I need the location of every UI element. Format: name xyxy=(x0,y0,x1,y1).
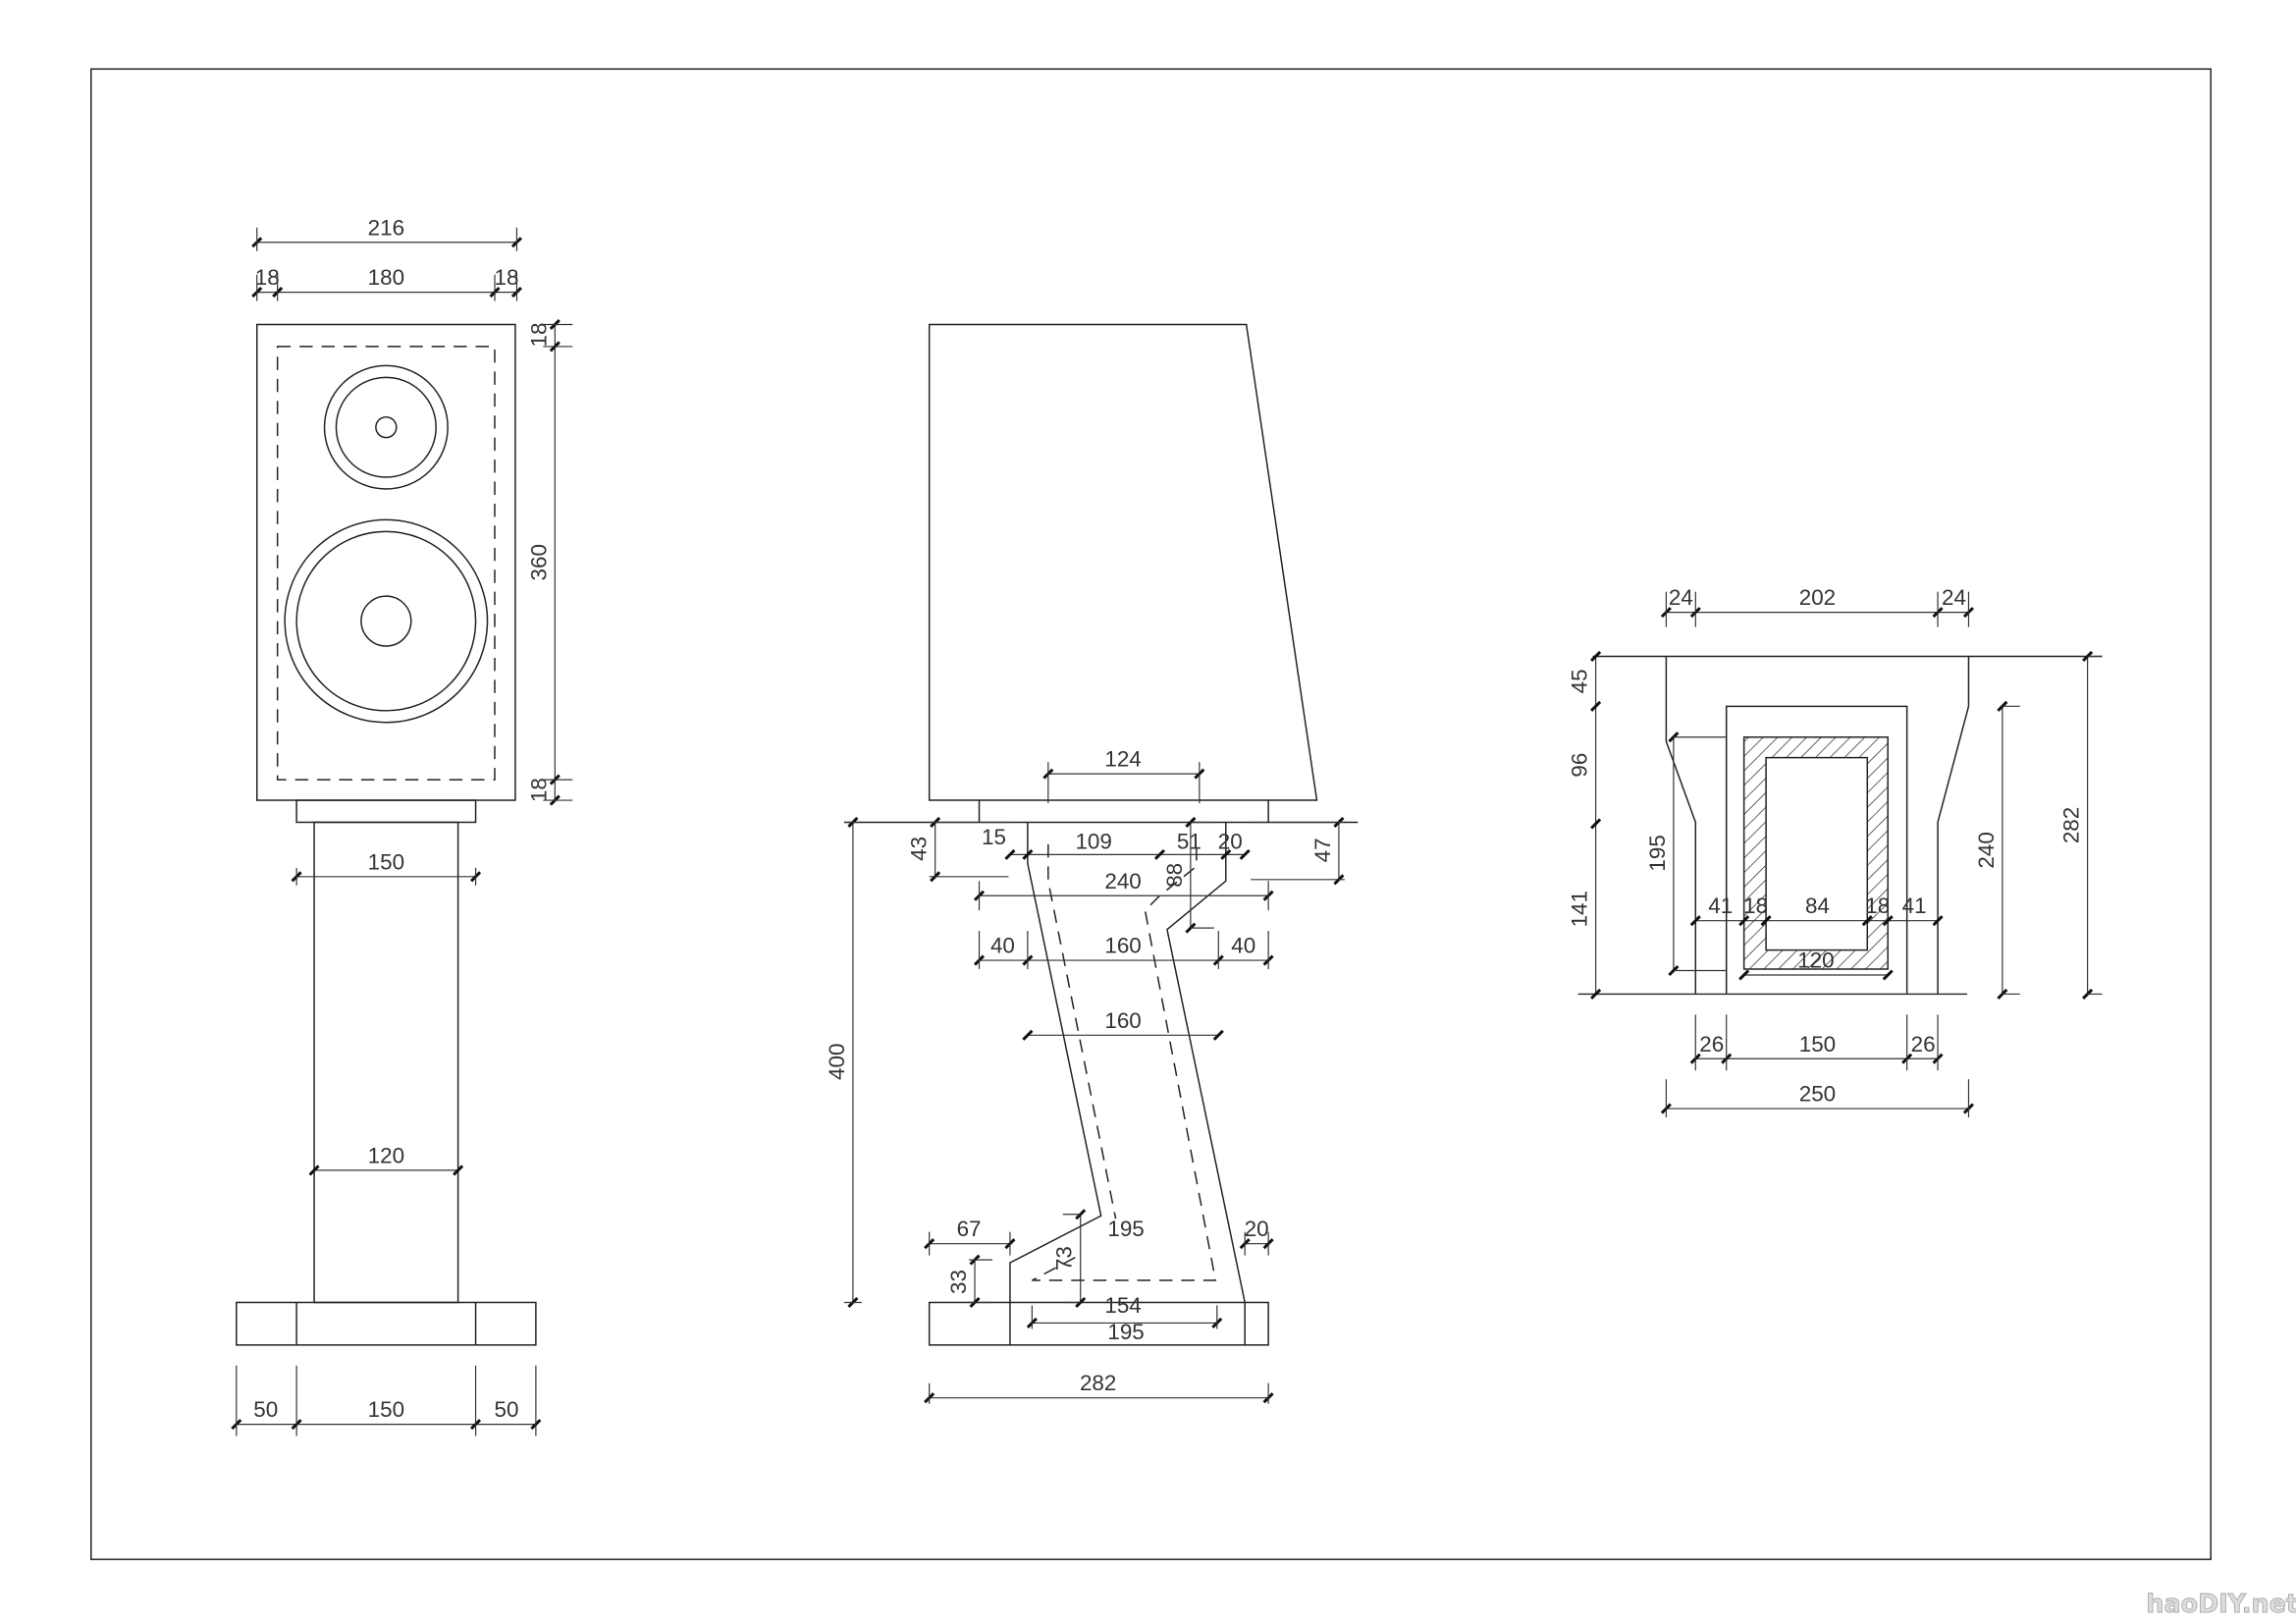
base-front xyxy=(236,1301,537,1346)
dimension-label: 67 xyxy=(957,1217,982,1241)
dimension-tick xyxy=(1738,915,1750,927)
dimension-label: 120 xyxy=(1797,948,1834,973)
dimension-label: 150 xyxy=(368,849,404,874)
dimension-tick xyxy=(453,1164,464,1176)
top-plate-outline-left xyxy=(1665,656,1697,995)
dimension-label: 240 xyxy=(1104,869,1141,893)
dimension-tick xyxy=(1882,915,1894,927)
hollow-column-section xyxy=(1742,735,1889,970)
dimension-tick xyxy=(1075,1209,1087,1220)
dimension-tick xyxy=(1760,915,1772,927)
dimension-tick xyxy=(1882,969,1894,981)
dimension-label: 24 xyxy=(1942,585,1966,610)
dimension-tick xyxy=(1220,848,1232,860)
dimension-label: 26 xyxy=(1911,1032,1936,1056)
dimension-tick xyxy=(1212,1029,1224,1041)
dimension-label: 202 xyxy=(1799,585,1836,610)
dimension-label: 41 xyxy=(1708,893,1733,918)
dimension-label: 43 xyxy=(907,837,932,861)
drawing-frame xyxy=(90,68,2212,1560)
dimension-label: 40 xyxy=(1231,934,1255,958)
dimension-label: 51 xyxy=(1177,829,1201,853)
top-plate-outline-right xyxy=(1937,656,1970,995)
dimension-label: 45 xyxy=(1568,669,1592,693)
column-outline xyxy=(1725,705,1908,995)
dimension-label: 47 xyxy=(1310,838,1335,862)
dimension-label: 26 xyxy=(1699,1032,1724,1056)
watermark-logo: haoDIY.net xyxy=(2146,1589,2296,1618)
dimension-label: 216 xyxy=(368,215,404,240)
dimension-label: 120 xyxy=(368,1143,404,1167)
dimension-label: 41 xyxy=(1902,893,1927,918)
dimension-tick xyxy=(1689,915,1701,927)
dimension-label: 109 xyxy=(1075,829,1111,853)
dimension-label: 195 xyxy=(1645,835,1670,871)
dimension-label: 160 xyxy=(1104,934,1141,958)
base-side xyxy=(928,1301,1269,1346)
dimension-tick xyxy=(1239,848,1251,860)
dimension-label: 18 xyxy=(494,265,518,290)
dimension-tick xyxy=(1022,848,1034,860)
z-stand-hidden-front xyxy=(1047,843,1117,1219)
dimension-label: 154 xyxy=(1104,1293,1141,1318)
dimension-label: 18 xyxy=(255,265,280,290)
speaker-cabinet-front xyxy=(255,323,516,801)
z-stand-front-edge xyxy=(1009,822,1102,1303)
dimension-tick xyxy=(1932,915,1944,927)
dimension-label: 160 xyxy=(1104,1008,1141,1033)
column-front xyxy=(313,821,459,1304)
dimension-label: 400 xyxy=(825,1044,849,1080)
tweeter xyxy=(323,364,449,490)
dimension-tick xyxy=(1022,1029,1034,1041)
dimension-label: 84 xyxy=(1805,893,1830,918)
front-view xyxy=(236,323,537,1346)
dimension-label: 88 xyxy=(1162,863,1187,888)
dimension-tick xyxy=(1153,848,1166,860)
dimension-label: 18 xyxy=(1743,893,1768,918)
top-view xyxy=(1577,655,2103,996)
dimension-label: 250 xyxy=(1799,1082,1836,1107)
dimension-label: 18 xyxy=(1865,893,1890,918)
dimension-label: 73 xyxy=(1052,1246,1077,1271)
cabinet-inner-outline xyxy=(276,346,496,781)
dimension-label: 15 xyxy=(982,825,1006,849)
speaker-cabinet-side xyxy=(928,323,1318,801)
dimension-tick xyxy=(1861,915,1873,927)
dimension-label: 20 xyxy=(1218,829,1243,853)
dimension-label: 18 xyxy=(526,322,551,347)
dimension-tick xyxy=(1590,818,1602,830)
dimension-label: 18 xyxy=(526,778,551,802)
dimension-label: 150 xyxy=(368,1397,404,1422)
z-stand-back-edge xyxy=(1166,822,1246,1303)
dimension-label: 124 xyxy=(1104,747,1141,772)
dimension-tick xyxy=(308,1164,320,1176)
dimension-tick xyxy=(1004,848,1016,860)
dimension-label: 50 xyxy=(253,1397,278,1422)
dimension-label: 360 xyxy=(526,544,551,580)
dimension-label: 24 xyxy=(1669,585,1693,610)
dimension-label: 282 xyxy=(1080,1371,1116,1395)
dimension-label: 180 xyxy=(368,265,404,290)
dimension-label: 33 xyxy=(946,1270,971,1294)
dimension-label: 240 xyxy=(1974,832,1999,868)
dimension-label: 50 xyxy=(494,1397,518,1422)
dimension-tick xyxy=(1738,969,1750,981)
dimension-label: 40 xyxy=(990,934,1015,958)
dimensions: 216 18 180 18 18 360 18 150 120 50 150 50 124 43 47 15 1… xyxy=(231,215,2103,1436)
dimension-label: 195 xyxy=(1107,1320,1144,1344)
dimension-label: 282 xyxy=(2059,807,2084,843)
dimension-tick xyxy=(1075,1296,1087,1309)
dimension-label: 150 xyxy=(1799,1032,1836,1056)
dimension-tick xyxy=(1590,700,1602,712)
dimension-label: 20 xyxy=(1245,1217,1269,1241)
top-plate-front xyxy=(295,799,477,824)
woofer xyxy=(284,518,489,724)
dimension-label: 141 xyxy=(1568,891,1592,927)
dimension-label: 195 xyxy=(1107,1217,1144,1241)
dimension-label: 96 xyxy=(1568,753,1592,778)
dimension-tick xyxy=(1590,650,1602,663)
dimension-tick xyxy=(1590,988,1602,1000)
